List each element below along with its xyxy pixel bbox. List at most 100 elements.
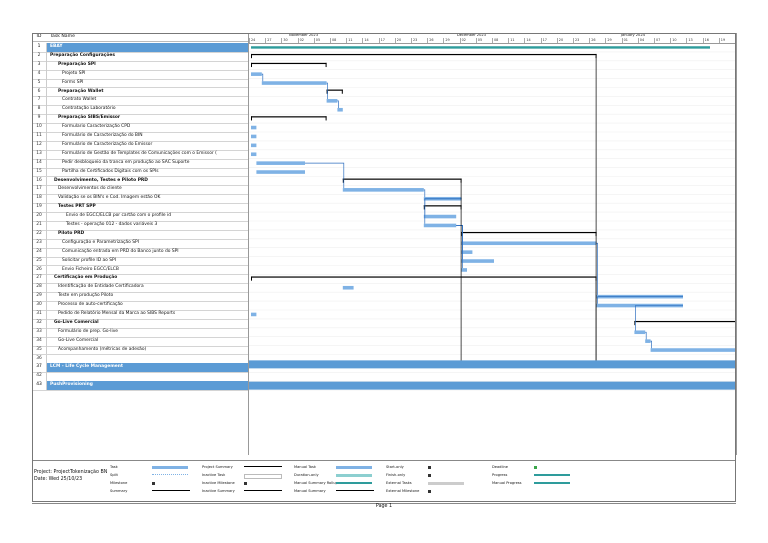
task-name[interactable]: Preparação Configurações <box>50 52 115 58</box>
legend-item: Milestone <box>110 481 155 485</box>
day-tick <box>249 38 250 43</box>
legend-swatch <box>534 466 537 469</box>
day-tick <box>524 38 526 43</box>
task-name[interactable]: Configuração e Parametrização SPI <box>62 239 139 245</box>
task-name[interactable]: Desenvolvimento, Testes e Piloto PRD <box>54 177 148 183</box>
task-name[interactable]: Formulário de Caracterização do BIN <box>62 133 143 138</box>
task-name[interactable]: Envio de EGCC/ELCB por cartão com o prof… <box>66 213 172 219</box>
task-name[interactable]: Comunicação entrada em PRD do Banco junt… <box>62 248 179 254</box>
project-summary-bar <box>251 46 710 49</box>
legend-item: Progress <box>492 473 570 477</box>
day-tick <box>411 38 412 43</box>
task-name[interactable]: Desenvolvimentos do cliente <box>58 186 122 192</box>
task-name[interactable]: PushProvisioning <box>50 382 93 388</box>
task-name[interactable]: EBAY <box>50 44 63 49</box>
task-name[interactable]: Certificação em Produção <box>54 275 118 281</box>
task-name[interactable]: Teste em produção Piloto <box>58 293 114 299</box>
day-tick-label: 20 <box>558 38 564 42</box>
task-name[interactable]: Preparação Wallet <box>58 88 104 94</box>
task-name[interactable]: Contrato Wallet <box>62 97 97 103</box>
task-name[interactable]: Pedir desbloqueio da tranca em produção … <box>62 159 190 165</box>
task-row[interactable]: 32 Go-Live Comercial <box>32 318 248 329</box>
task-name[interactable]: Testes PRT SPP <box>58 204 96 210</box>
task-name[interactable]: Identificação de Entidade Certificadora <box>58 284 144 290</box>
task-id: 32 <box>32 318 47 328</box>
task-name[interactable]: Testes - operação 012 - dados variáveis … <box>66 222 158 227</box>
task-name[interactable]: Contratação Laboratório <box>62 106 116 112</box>
task-name[interactable]: Solicitar profile ID ao SPI <box>62 257 116 263</box>
task-name[interactable]: Formulário de prep. Go-live <box>58 328 119 334</box>
task-name[interactable]: Formulário de Caracterização do Emissor <box>62 141 153 147</box>
task-name[interactable]: Piloto PRD <box>58 230 85 236</box>
task-name[interactable]: Acompanhamento (métricas de adesão) <box>58 346 147 352</box>
project-name: Project: ProjectTokenização BN <box>34 470 108 475</box>
id-column-header[interactable]: ID <box>36 34 42 39</box>
task-name[interactable]: Formulário de Gestão de Templates de Com… <box>62 150 217 156</box>
task-name[interactable]: Projeto SPI <box>62 70 86 76</box>
task-name[interactable]: Forms SPI <box>62 79 84 85</box>
task-name[interactable]: Partilha de Certificados Digitais com os… <box>62 168 159 174</box>
task-row[interactable]: 34 Go-Live Comercial <box>32 336 248 347</box>
legend-item: Finish-only <box>386 473 431 477</box>
task-name[interactable]: LCM - Life Cycle Management <box>50 364 124 370</box>
task-name[interactable]: Preparação SPI <box>58 61 96 67</box>
legend-swatch <box>152 490 190 491</box>
legend-swatch <box>244 482 247 485</box>
legend-label: Duration-only <box>294 473 319 477</box>
project-date: Date: Wed 25/10/23 <box>34 477 83 482</box>
task-id: 42 <box>32 372 47 382</box>
task-name[interactable]: Go-Live Comercial <box>58 337 99 343</box>
task-bar <box>342 285 354 290</box>
day-tick <box>330 38 331 43</box>
task-row[interactable]: 22 Piloto PRD <box>32 229 248 240</box>
task-id: 34 <box>32 336 47 346</box>
task-name[interactable]: Processo de auto-certificação <box>58 302 123 308</box>
task-name[interactable]: Preparação SIBS/Emissor <box>58 115 121 121</box>
task-name[interactable]: Formulario Caracterização CPD <box>62 124 131 130</box>
task-name[interactable]: Go-Live Comercial <box>54 319 99 325</box>
task-name-column-header[interactable]: Task Name <box>50 34 75 39</box>
task-name[interactable]: Validação se os BIN's e Cod. Imagem estã… <box>58 195 161 201</box>
task-bar <box>326 99 338 103</box>
task-name[interactable]: Envio Ficheiro EGCC/ELCB <box>62 266 119 272</box>
day-tick-label: 05 <box>477 38 483 42</box>
summary-bar <box>251 62 327 65</box>
task-name[interactable]: Pedido de Relatório Mensal da Marca ao S… <box>58 311 176 316</box>
task-id: 22 <box>32 229 47 239</box>
